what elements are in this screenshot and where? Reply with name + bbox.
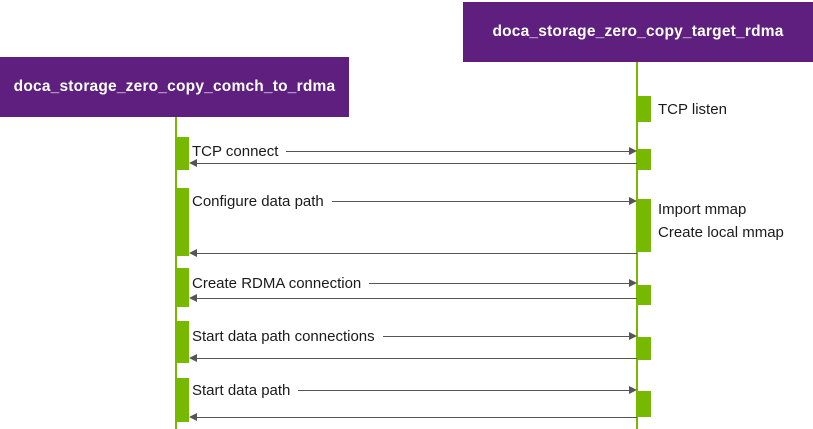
- self-action-tcp-listen: TCP listen: [658, 96, 727, 122]
- message-label: Start data path: [192, 381, 291, 399]
- return-line: [196, 357, 637, 359]
- self-action-create-local-mmap-label: Create local mmap: [658, 224, 784, 241]
- message-line: [369, 282, 630, 284]
- arrow-right-icon: [629, 279, 637, 287]
- message-create-rdma-connection: Create RDMA connection: [189, 273, 637, 293]
- activation-bar-left-create-rdma-connection: [175, 268, 189, 307]
- return-configure-data-path: [189, 249, 637, 257]
- message-line: [286, 150, 630, 152]
- self-action-import-mmap-label: Import mmap: [658, 201, 747, 218]
- activation-bar-right-start-data-path-connections: [637, 337, 651, 360]
- arrow-left-icon: [189, 413, 197, 421]
- return-line: [196, 416, 637, 418]
- message-label: Configure data path: [192, 192, 324, 210]
- self-action-tcp-listen-label: TCP listen: [658, 100, 727, 118]
- return-start-data-path-connections: [189, 354, 637, 362]
- activation-bar-left-configure-data-path: [175, 188, 189, 256]
- message-line: [331, 200, 630, 202]
- actor-name-comch-to-rdma: doca_storage_zero_copy_comch_to_rdma: [13, 78, 336, 95]
- return-start-data-path: [189, 413, 637, 421]
- self-action-mmap-group: Import mmap Create local mmap: [658, 198, 784, 244]
- return-tcp-connect: [189, 159, 637, 167]
- message-start-data-path-connections: Start data path connections: [189, 326, 637, 346]
- activation-bar-right-configure-data-path: [637, 199, 651, 252]
- message-tcp-connect: TCP connect: [189, 141, 637, 161]
- actor-box-comch-to-rdma: doca_storage_zero_copy_comch_to_rdma: [0, 57, 349, 117]
- activation-bar-right-start-data-path: [637, 391, 651, 417]
- arrow-right-icon: [629, 197, 637, 205]
- return-create-rdma-connection: [189, 294, 637, 302]
- actor-box-target-rdma: doca_storage_zero_copy_target_rdma: [463, 2, 813, 62]
- return-line: [196, 162, 637, 164]
- message-line: [382, 335, 630, 337]
- message-configure-data-path: Configure data path: [189, 191, 637, 211]
- arrow-right-icon: [629, 147, 637, 155]
- arrow-left-icon: [189, 159, 197, 167]
- arrow-left-icon: [189, 249, 197, 257]
- message-label: TCP connect: [192, 142, 279, 160]
- activation-bar-right-tcp-listen: [637, 96, 651, 122]
- activation-bar-left-start-data-path-connections: [175, 321, 189, 363]
- activation-bar-right-create-rdma-connection: [637, 285, 651, 305]
- arrow-left-icon: [189, 354, 197, 362]
- activation-bar-left-tcp-connect: [175, 137, 189, 170]
- actor-name-target-rdma: doca_storage_zero_copy_target_rdma: [492, 23, 784, 40]
- activation-bar-left-start-data-path: [175, 378, 189, 422]
- message-line: [298, 389, 630, 391]
- return-line: [196, 297, 637, 299]
- arrow-right-icon: [629, 332, 637, 340]
- arrow-right-icon: [629, 386, 637, 394]
- arrow-left-icon: [189, 294, 197, 302]
- message-label: Start data path connections: [192, 327, 375, 345]
- return-line: [196, 252, 637, 254]
- activation-bar-right-tcp-connect: [637, 149, 651, 170]
- message-label: Create RDMA connection: [192, 274, 362, 292]
- message-start-data-path: Start data path: [189, 380, 637, 400]
